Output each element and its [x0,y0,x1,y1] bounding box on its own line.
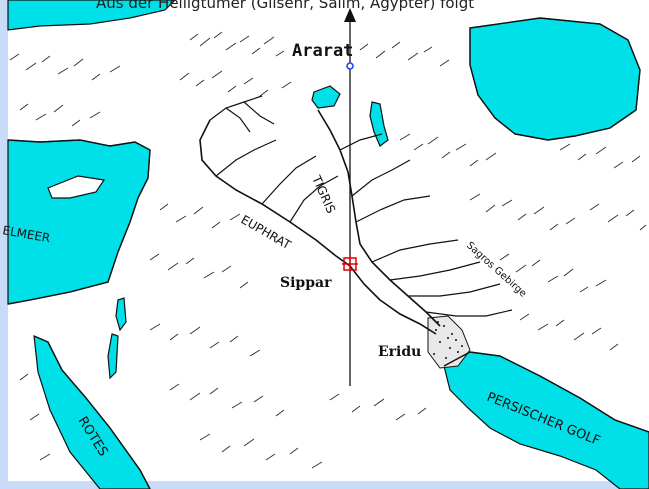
bottom-frame-strip [0,481,649,489]
euphrat-tributaries [209,95,339,223]
tigris-river [317,109,441,327]
black-sea-edge [7,0,176,31]
label-eridu: Eridu [378,344,421,360]
gulf-of-aqaba [107,333,119,380]
left-frame-strip [0,0,8,489]
lake-van [311,85,341,109]
blue-circle-marker-icon [346,62,354,70]
delta-marsh [427,315,471,369]
tigris-tributaries [339,133,513,317]
mountain-hatching [9,31,647,469]
red-cross-marker-icon [342,256,358,272]
lake-urmia [369,101,389,147]
label-ararat: Ararat [292,41,353,61]
arrow-up-icon [344,8,356,22]
label-sippar: Sippar [280,275,332,291]
caption-text: Aus der Heiligtümer (Gilsehr, Salim, Ägy… [96,0,474,12]
cyprus-island [47,175,106,199]
dead-sea [115,297,127,332]
coastlines [7,17,649,489]
euphrat-river [199,119,437,335]
